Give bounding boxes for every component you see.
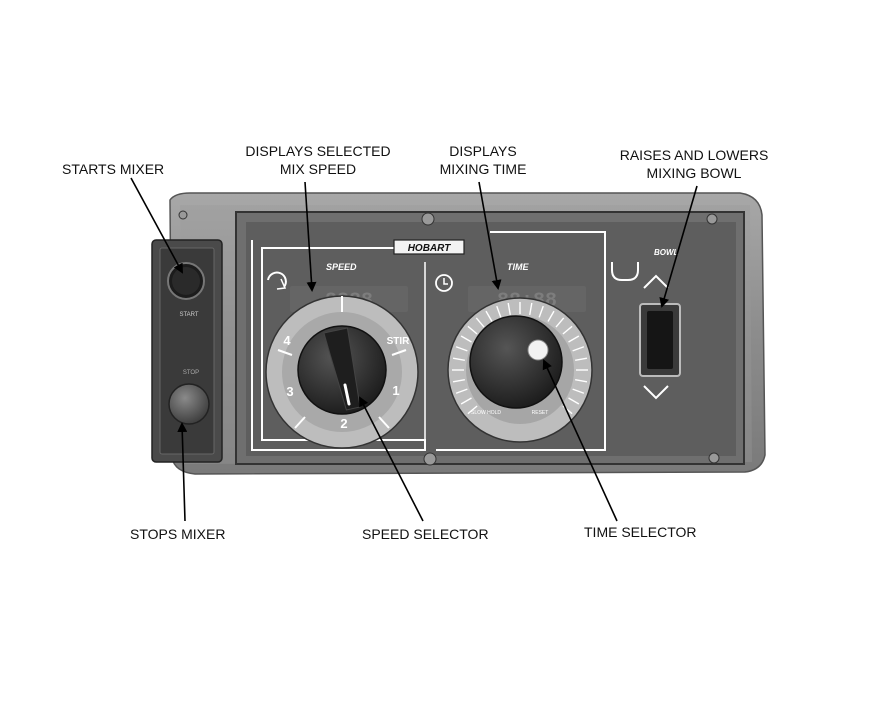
time-scale-tick [455, 388, 468, 394]
time-scale-tick [496, 305, 502, 318]
time-scale-tick [460, 397, 472, 405]
time-scale-tick [475, 317, 485, 328]
callout-speed-selector: SPEED SELECTOR [362, 525, 489, 543]
bowl-label: BOWL [654, 248, 679, 257]
clock-icon [435, 274, 453, 292]
leader-arrows [130, 177, 698, 522]
time-scale-tick [575, 379, 588, 383]
callout-displays-time-line1: DISPLAYS [449, 143, 517, 159]
arrow-time-selector [542, 359, 618, 522]
speed-position-stir: STIR [387, 336, 411, 347]
time-scale-tick [529, 302, 533, 315]
time-scale-tick [562, 325, 573, 335]
speed-icon [267, 271, 287, 290]
brand-logo: HOBART [408, 243, 451, 254]
callout-time-selector: TIME SELECTOR [584, 523, 697, 541]
start-button[interactable] [167, 262, 205, 300]
bowl-rocker-switch[interactable] [639, 303, 681, 377]
speed-position-4: 4 [283, 333, 291, 348]
chevron-down-icon [643, 385, 669, 400]
start-label: START [179, 312, 198, 318]
arrow-speed-selector [359, 396, 424, 522]
time-selector-knob[interactable] [469, 315, 563, 409]
callout-raises-lowers: RAISES AND LOWERS MIXING BOWL [610, 146, 778, 182]
time-scale-tick [568, 335, 580, 343]
time-scale-tick [507, 302, 511, 315]
time-scale-ticks [452, 302, 588, 415]
arrow-displays-speed [304, 181, 317, 292]
chevron-up-icon [643, 274, 669, 289]
arrow-stops-mixer [177, 422, 188, 522]
callout-stops-mixer: STOPS MIXER [130, 525, 225, 543]
speed-position-3: 3 [286, 384, 293, 399]
time-scale-tick [572, 346, 585, 352]
hobart-badge [393, 239, 465, 255]
time-scale-tick [452, 357, 465, 361]
callout-displays-time: DISPLAYS MIXING TIME [428, 142, 538, 178]
callout-displays-speed-line1: DISPLAYS SELECTED [245, 143, 391, 159]
time-scale-tick [467, 405, 478, 415]
callout-starts-mixer: STARTS MIXER [62, 160, 164, 178]
speed-position-2: 2 [340, 416, 347, 431]
callout-speed-selector-text: SPEED SELECTOR [362, 526, 489, 542]
time-scale-tick [555, 317, 565, 328]
time-scale-tick [455, 346, 468, 352]
time-scale-tick [547, 310, 555, 322]
time-scale-tick [538, 305, 544, 318]
time-scale-right-label: RESET [532, 410, 549, 416]
speed-selector-knob[interactable] [297, 325, 387, 415]
time-scale-tick [485, 310, 493, 322]
speed-label: SPEED [326, 262, 357, 272]
arrow-displays-time [478, 181, 502, 290]
time-scale-tick [452, 379, 465, 383]
time-scale-tick [568, 397, 580, 405]
time-scale-tick [572, 388, 585, 394]
callout-displays-speed: DISPLAYS SELECTED MIX SPEED [238, 142, 398, 178]
callout-raises-lowers-line2: MIXING BOWL [646, 165, 742, 181]
stop-button[interactable] [168, 383, 210, 425]
time-scale-tick [467, 325, 478, 335]
callout-raises-lowers-line1: RAISES AND LOWERS [619, 147, 769, 163]
arrow-raises-lowers [659, 185, 698, 308]
callout-displays-time-line2: MIXING TIME [439, 161, 527, 177]
time-label: TIME [507, 262, 529, 272]
stop-label: STOP [183, 370, 199, 376]
callout-displays-speed-line2: MIX SPEED [279, 161, 357, 177]
callout-time-selector-text: TIME SELECTOR [584, 524, 697, 540]
time-scale-tick [575, 357, 588, 361]
arrow-starts-mixer [130, 177, 183, 274]
callout-stops-mixer-text: STOPS MIXER [130, 526, 226, 542]
callout-starts-mixer-text: STARTS MIXER [62, 161, 165, 177]
speed-position-1: 1 [392, 383, 399, 398]
time-scale-tick [460, 335, 472, 343]
time-scale-left-label: SLOW HOLD [471, 410, 501, 416]
bowl-icon [611, 262, 639, 281]
